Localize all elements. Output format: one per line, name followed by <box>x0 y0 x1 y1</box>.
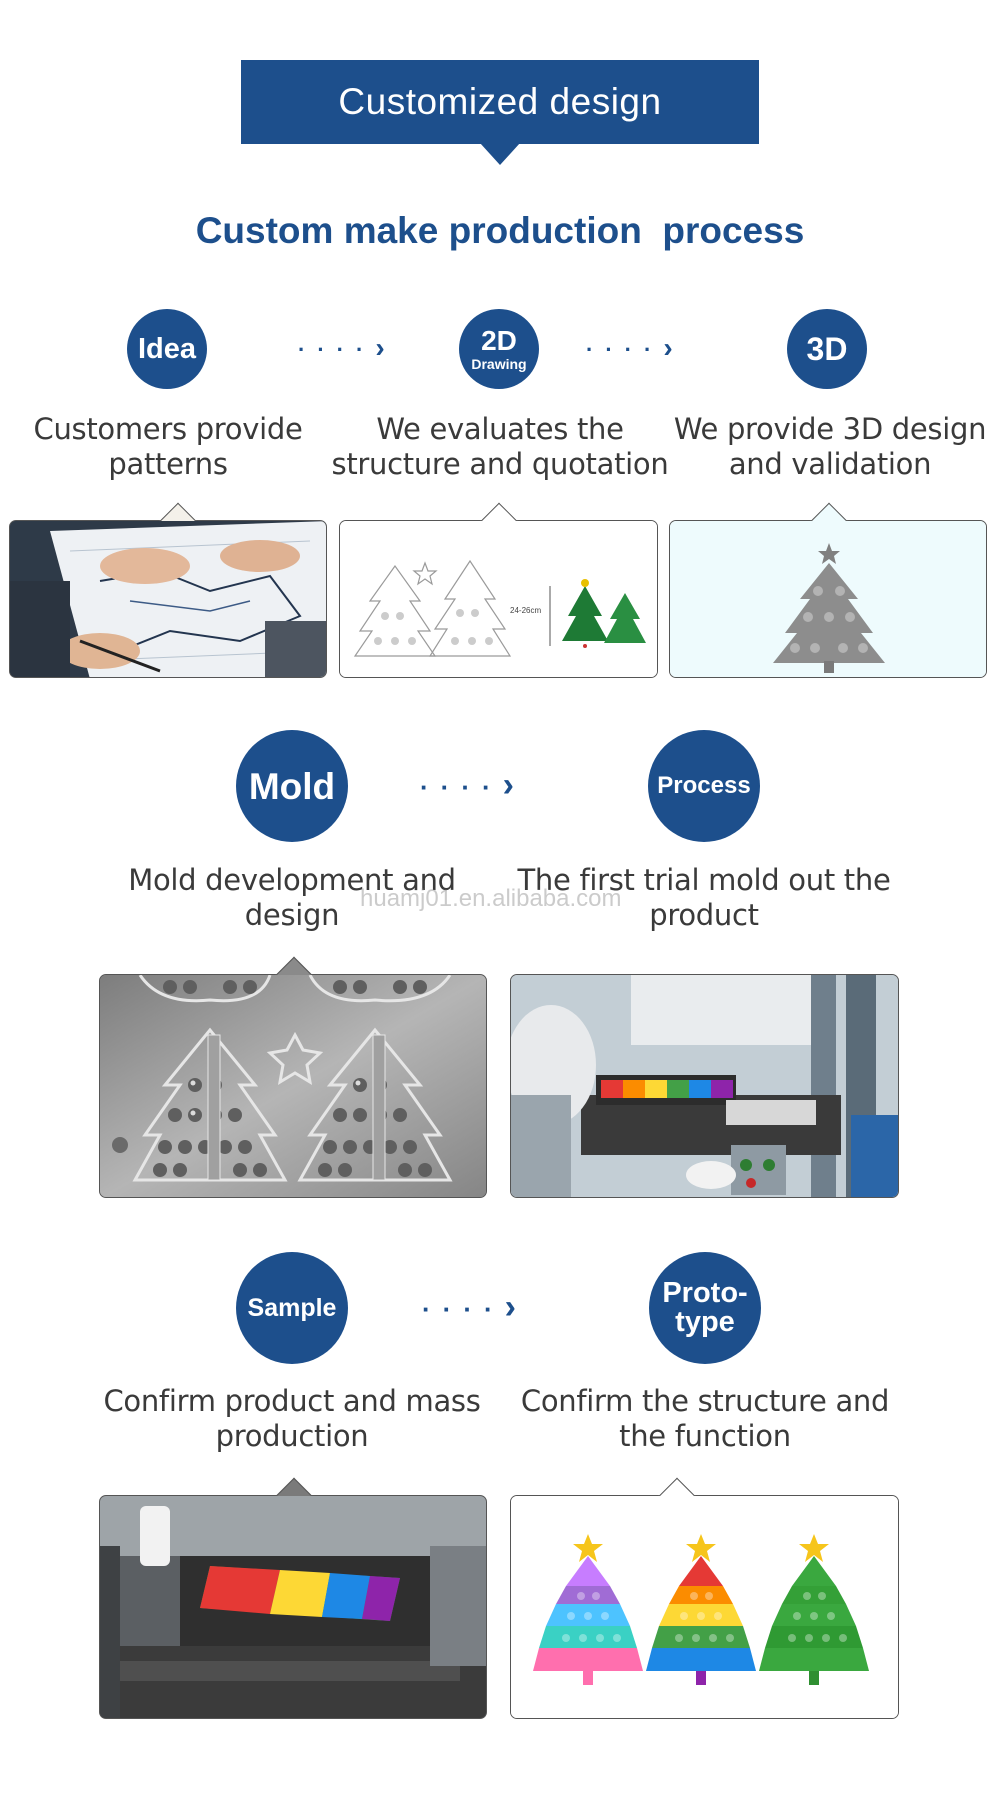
page-subtitle: Custom make production process <box>195 210 805 251</box>
3d-step-circle: 3D <box>787 309 867 389</box>
prototype-step-circle: Proto- type <box>649 1252 761 1364</box>
mold-label: Mold <box>248 765 336 807</box>
drawing-dimension-label: 24-26cm <box>510 606 541 615</box>
3d-description: We provide 3D design and validation <box>670 412 990 482</box>
process-step-circle: Process <box>648 730 760 842</box>
prototype-label-line2: type <box>675 1306 735 1338</box>
3d-tree-model-image <box>670 521 986 677</box>
2d-drawing-image-card: 24-26cm <box>339 502 658 678</box>
3d-description-line: and validation <box>728 447 932 481</box>
2d-drawing-step-circle: 2D Drawing <box>459 309 539 389</box>
sample-image-card <box>99 1477 487 1719</box>
2d-description-line: structure and quotation <box>331 447 669 481</box>
arrow-right-icon: ····› <box>586 332 673 363</box>
idea-image-card <box>9 502 327 678</box>
idea-description-line: Customers provide <box>33 412 303 446</box>
2d-description-line: We evaluates the <box>376 412 624 446</box>
prototype-image-card <box>510 1477 899 1719</box>
process-description-line: product <box>649 898 759 932</box>
banner-title: Customized design <box>241 60 759 144</box>
idea-step-circle: Idea <box>127 309 207 389</box>
prototype-description-line: the function <box>619 1419 791 1453</box>
watermark: huamj01.en.alibaba.com <box>360 885 622 912</box>
tree-green <box>759 1534 869 1685</box>
sample-description: Confirm product and mass production <box>92 1384 492 1454</box>
prototype-description-line: Confirm the structure and <box>520 1384 890 1418</box>
process-description-line: The first trial mold out the <box>517 863 891 897</box>
banner-pointer <box>480 143 520 165</box>
metal-mold-image <box>100 975 486 1197</box>
process-label: Process <box>657 772 751 799</box>
2d-description: We evaluates the structure and quotation <box>330 412 670 482</box>
sample-description-line: Confirm product and mass <box>103 1384 481 1418</box>
2d-label: 2D <box>481 325 517 356</box>
blueprint-hands-image <box>10 521 326 677</box>
production-press-image <box>100 1496 486 1718</box>
process-description: The first trial mold out the product <box>514 863 894 933</box>
3d-description-line: We provide 3D design <box>673 412 987 446</box>
sample-description-line: production <box>215 1419 369 1453</box>
prototype-label-line1: Proto- <box>662 1277 748 1309</box>
arrow-right-icon: ····› <box>420 766 514 804</box>
mold-description-line: Mold development and <box>128 863 456 897</box>
mold-step-circle: Mold <box>236 730 348 842</box>
mold-description: Mold development and design <box>112 863 472 933</box>
prototype-description: Confirm the structure and the function <box>505 1384 905 1454</box>
sample-step-circle: Sample <box>236 1252 348 1364</box>
drawing-sublabel: Drawing <box>471 356 527 372</box>
idea-description: Customers provide patterns <box>8 412 328 482</box>
arrow-right-icon: ····› <box>298 332 385 363</box>
factory-machine-image <box>511 975 898 1197</box>
sample-label: Sample <box>247 1293 337 1322</box>
idea-description-line: patterns <box>108 447 228 481</box>
tree-rainbow <box>646 1534 756 1685</box>
3d-label: 3D <box>806 331 848 367</box>
rainbow-trees-image <box>511 1496 898 1718</box>
idea-label: Idea <box>137 332 197 365</box>
tree-drawing-image: 24-26cm <box>340 521 657 677</box>
arrow-right-icon: ····› <box>422 1288 516 1326</box>
3d-model-image-card <box>669 502 987 678</box>
process-image-card <box>510 974 899 1198</box>
mold-image-card <box>99 956 487 1198</box>
mold-description-line: design <box>244 898 340 932</box>
tree-pastel <box>533 1534 643 1685</box>
